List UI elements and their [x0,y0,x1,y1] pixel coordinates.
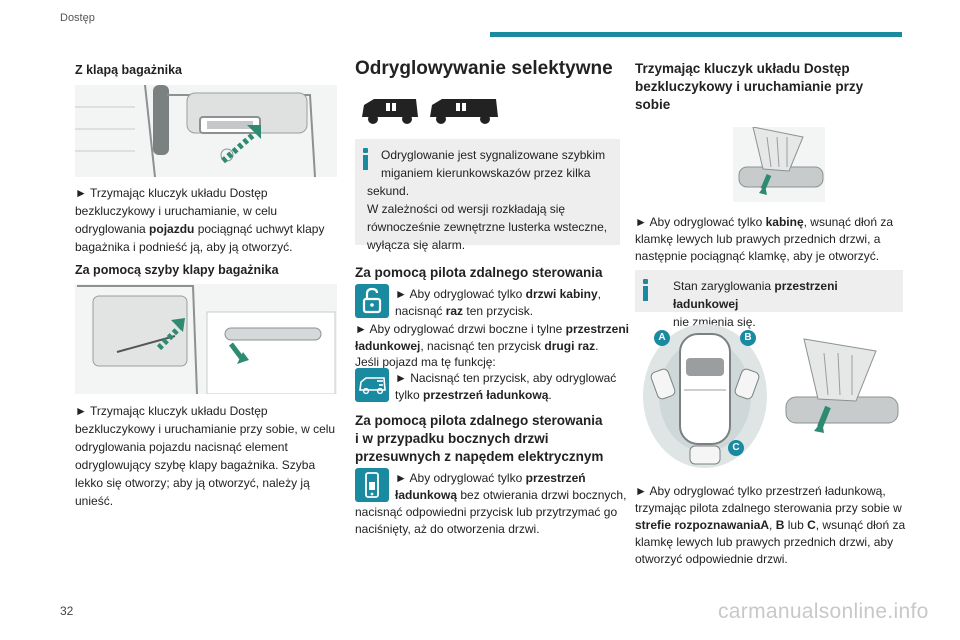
tailgate-window-illustration [75,284,337,394]
van-silhouettes [360,95,500,125]
heading-remote: Za pomocą pilota zdalnego sterowania [355,265,603,280]
remote-step-3-cont: tylko przestrzeń ładunkową. [395,388,552,402]
info-box-cargo-lock: Stan zaryglowania przestrzeni ładunkowej… [635,270,903,329]
remote-step-1: ► Aby odryglować tylko drzwi kabiny, [395,287,601,301]
remote-step-2-cont: ładunkowej, nacisnąć ten przycisk drugi … [355,339,599,353]
info-icon [643,279,648,301]
remote-step-2: ► Aby odryglować drzwi boczne i tylne pr… [355,322,629,336]
tailgate-illustration [75,85,337,177]
remote-step-1-cont: nacisnąć raz ten przycisk. [395,304,534,318]
info-icon [363,148,368,170]
sliding-door-icon [355,468,389,502]
sliding-step-2: nacisnąć odpowiedni przycisk lub przytrz… [355,505,618,519]
cargo-van-icon [355,368,389,402]
info-box-signalling: Odryglowanie jest sygnalizowane szybkim … [355,139,620,252]
keyless-step-2-l2: trzymając pilota zdalnego sterowania prz… [635,501,902,515]
detection-zones-diagram: A B C [640,322,770,470]
hand-on-handle-illustration-2 [780,335,905,445]
info-line: Stan zaryglowania przestrzeni ładunkowej [673,279,838,311]
heading-tailgate-window: Za pomocą szyby klapy bagażnika [75,263,279,277]
sliding-step-1-cont: ładunkową bez otwierania drzwi bocznych, [395,488,627,502]
remote-feature-note: Jeśli pojazd ma tę funkcję: [355,355,496,369]
running-header: Dostęp [60,12,95,24]
keyless-step-2-l1: ► Aby odryglować tylko przestrzeń ładunk… [635,484,886,498]
info-line: miganiem kierunkowskazów przez kilka [381,166,591,180]
heading-remote-sliding-doors: Za pomocą pilota zdalnego sterowania i w… [355,413,604,465]
heading-tailgate: Z klapą bagażnika [75,63,182,77]
zone-b-badge: B [740,330,756,346]
keyless-step-2-l4: klamkę lewych lub prawych przednich drzw… [635,535,894,549]
heading-keyless: Trzymając kluczyk układu Dostęp bezklucz… [635,61,864,113]
keyless-step-1-cont: klamkę lewych lub prawych przednich drzw… [635,232,881,246]
paragraph-tailgate: ► Trzymając kluczyk układu Dostęp bezklu… [75,186,325,254]
zone-a-badge: A [654,330,670,346]
keyless-step-2-l5: otworzyć odpowiednie drzwi. [635,552,788,566]
info-line: równocześnie zewnętrzne lusterka wsteczn… [367,220,608,234]
zone-c-badge: C [728,440,744,456]
remote-step-3: ► Nacisnąć ten przycisk, aby odryglować [395,371,617,385]
sliding-step-1: ► Aby odryglować tylko przestrzeń [395,471,586,485]
keyless-step-1: ► Aby odryglować tylko kabinę, wsunąć dł… [635,215,894,229]
unlock-padlock-icon [355,284,389,318]
info-line: wyłącza się alarm. [367,238,466,252]
sliding-step-3: naciśnięty, aż do otworzenia drzwi. [355,522,540,536]
watermark: carmanualsonline.info [718,600,929,623]
paragraph-tailgate-window: ► Trzymając kluczyk układu Dostęp bezklu… [75,404,336,508]
keyless-step-2-l3: strefie rozpoznawaniaA, B lub C, wsunąć … [635,518,906,532]
info-line: W zależności od wersji rozkładają się [367,202,566,216]
info-line: sekund. [367,184,410,198]
header-accent-bar [490,32,902,37]
section-title: Odryglowywanie selektywne [355,58,613,79]
hand-on-handle-illustration [733,127,825,202]
keyless-step-1-end: następnie pociągnąć klamkę, aby je otwor… [635,249,880,263]
page-number: 32 [60,604,74,618]
info-line: Odryglowanie jest sygnalizowane szybkim [381,148,606,162]
